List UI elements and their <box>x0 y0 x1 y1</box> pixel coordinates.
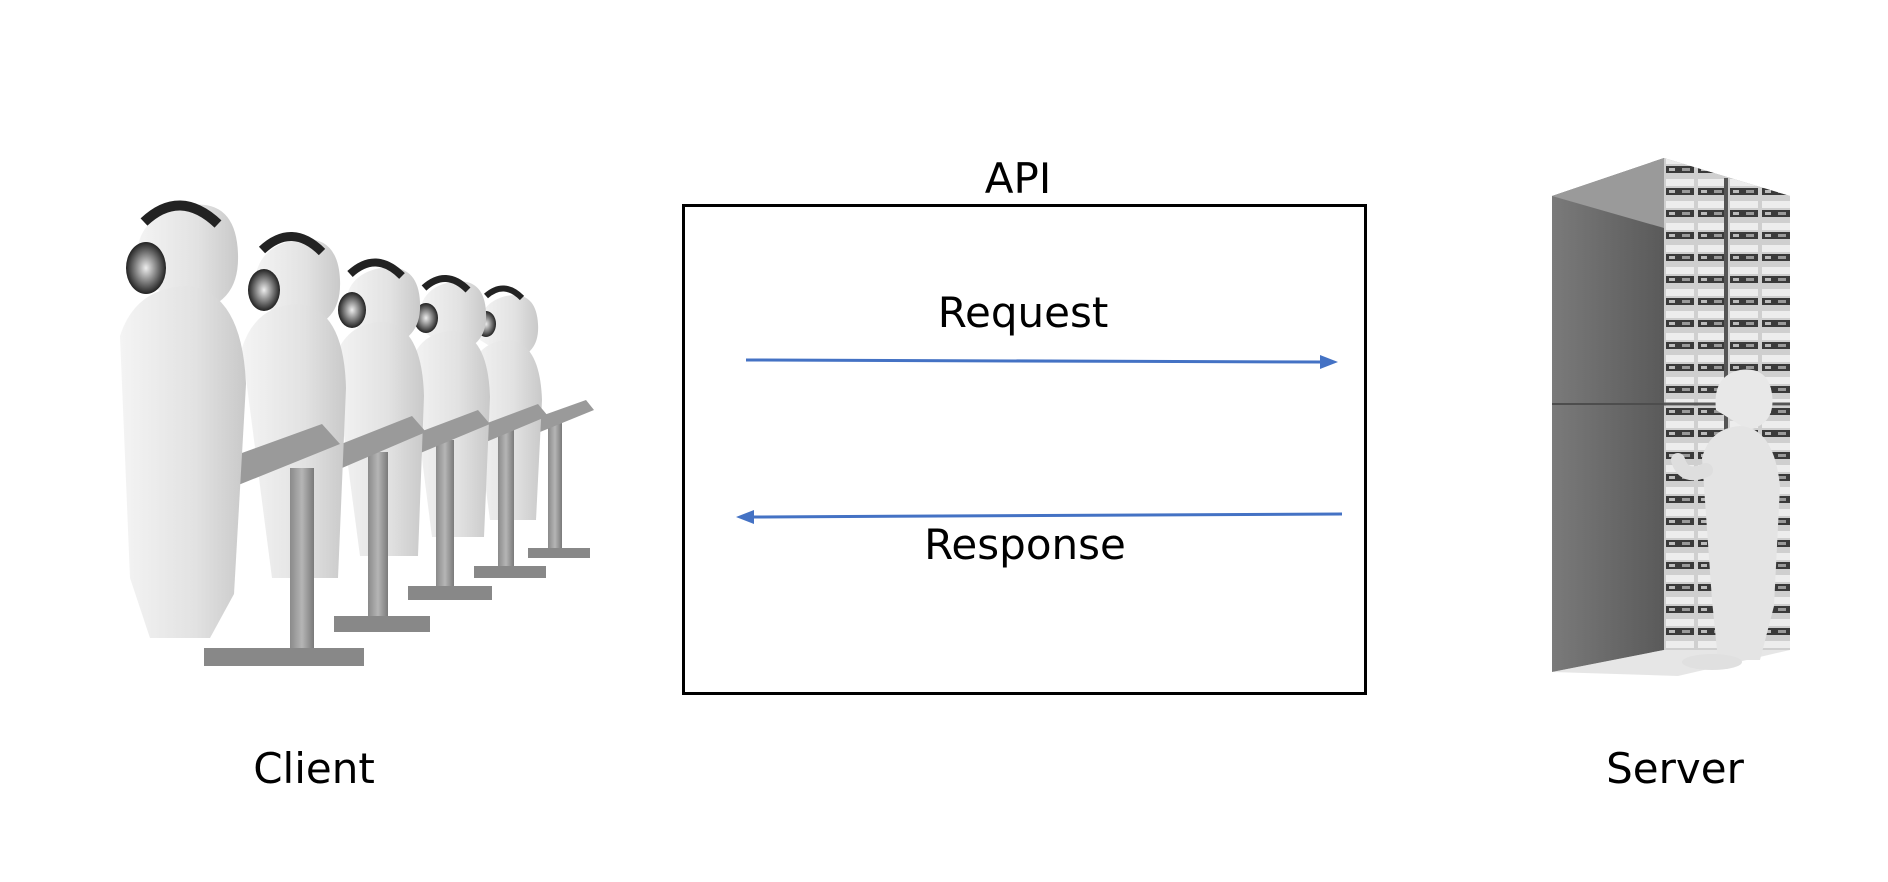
api-title: API <box>984 154 1052 203</box>
response-arrow <box>736 510 1343 524</box>
request-label: Request <box>937 288 1109 337</box>
request-arrow <box>745 355 1338 369</box>
response-arrowhead <box>736 510 754 524</box>
client-figure-1 <box>120 200 364 666</box>
response-label: Response <box>924 520 1126 569</box>
request-arrowhead <box>1320 355 1338 369</box>
server-technician-figure <box>1671 369 1780 670</box>
client-label: Client <box>253 744 375 793</box>
client-figure-2 <box>242 232 430 632</box>
server-label: Server <box>1606 744 1744 793</box>
api-box <box>682 204 1367 695</box>
client-figure-4 <box>410 275 548 578</box>
